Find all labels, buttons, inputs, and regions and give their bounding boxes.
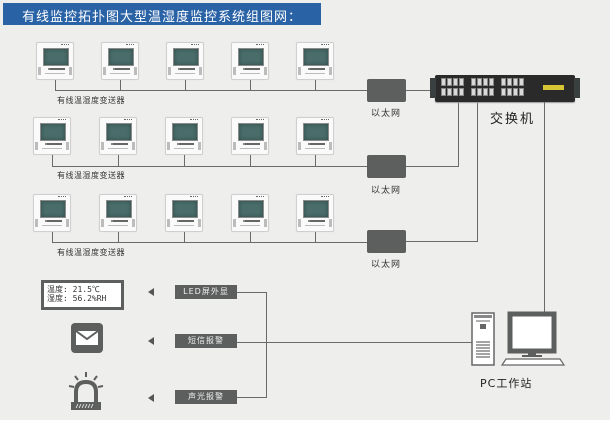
connector-line <box>315 232 316 242</box>
bus-line <box>55 90 370 91</box>
sensor-device-icon <box>231 117 269 155</box>
switch-label: 交换机 <box>490 112 536 127</box>
sensor-device-icon <box>165 194 203 232</box>
output-alarm-tag: 声光报警 <box>175 390 237 404</box>
ethernet-label: 以太网 <box>371 260 402 270</box>
connector-line <box>118 155 119 166</box>
arrow-left-icon <box>148 337 154 345</box>
sensor-device-icon <box>99 117 137 155</box>
connector-line <box>315 80 316 90</box>
ethernet-label: 以太网 <box>371 109 402 119</box>
uplink-line <box>458 102 459 167</box>
connector-line <box>250 232 251 242</box>
bus-line <box>52 242 367 243</box>
bracket-line <box>266 292 267 398</box>
sensor-device-icon <box>166 42 204 80</box>
ethernet-converter-icon <box>367 79 406 102</box>
connector-line <box>52 232 53 242</box>
uplink-line <box>406 90 436 91</box>
title-banner: 有线监控拓扑图大型温湿度监控系统组图网： <box>3 3 321 25</box>
uplink-line <box>406 241 478 242</box>
arrow-left-icon <box>148 394 154 402</box>
connector-line <box>315 155 316 166</box>
envelope-icon <box>71 323 103 353</box>
desktop-computer-icon <box>470 310 570 370</box>
alarm-beacon-icon <box>66 370 106 415</box>
sensor-device-icon <box>231 42 269 80</box>
pc-label: PC工作站 <box>480 377 533 390</box>
connector-line <box>52 155 53 166</box>
bracket-line <box>237 292 267 293</box>
connector-line <box>184 155 185 166</box>
bracket-line <box>237 397 267 398</box>
sensor-device-icon <box>165 117 203 155</box>
sensor-device-icon <box>296 194 334 232</box>
sensor-device-icon <box>296 42 334 80</box>
led-display-icon: 温度: 21.5℃ 湿度: 56.2%RH <box>41 280 124 310</box>
row-label: 有线温湿度变送器 <box>57 171 125 180</box>
sensor-device-icon <box>296 117 334 155</box>
connector-line <box>185 80 186 90</box>
sensor-device-icon <box>33 117 71 155</box>
sensor-device-icon <box>99 194 137 232</box>
uplink-line <box>477 102 478 242</box>
connector-line <box>55 80 56 90</box>
ethernet-label: 以太网 <box>371 186 402 196</box>
row-label: 有线温湿度变送器 <box>57 248 125 257</box>
connector-line <box>118 232 119 242</box>
lcd-humidity: 湿度: 56.2%RH <box>47 294 107 303</box>
sensor-device-icon <box>231 194 269 232</box>
output-led-tag: LED屏外显 <box>175 285 237 299</box>
connector-line <box>184 232 185 242</box>
connector-line <box>120 80 121 90</box>
connector-line <box>250 155 251 166</box>
sensor-device-icon <box>33 194 71 232</box>
ethernet-converter-icon <box>367 230 406 253</box>
connector-line <box>250 80 251 90</box>
diagram-canvas: 有线监控拓扑图大型温湿度监控系统组图网： 有线温湿度变送器 以太网 有线温湿度变… <box>0 0 610 420</box>
bus-line <box>52 166 367 167</box>
sensor-device-icon <box>36 42 74 80</box>
output-to-pc-line <box>237 342 474 343</box>
switch-status-led <box>543 85 564 90</box>
uplink-line <box>406 166 458 167</box>
sensor-device-icon <box>101 42 139 80</box>
switch-to-pc-line <box>544 102 545 317</box>
arrow-left-icon <box>148 288 154 296</box>
diagram-title: 有线监控拓扑图大型温湿度监控系统组图网： <box>21 10 302 25</box>
lcd-temperature: 温度: 21.5℃ <box>47 285 100 294</box>
network-switch-icon <box>430 75 580 102</box>
row-label: 有线温湿度变送器 <box>57 96 125 105</box>
output-sms-tag: 短信报警 <box>175 334 237 348</box>
ethernet-converter-icon <box>367 155 406 178</box>
